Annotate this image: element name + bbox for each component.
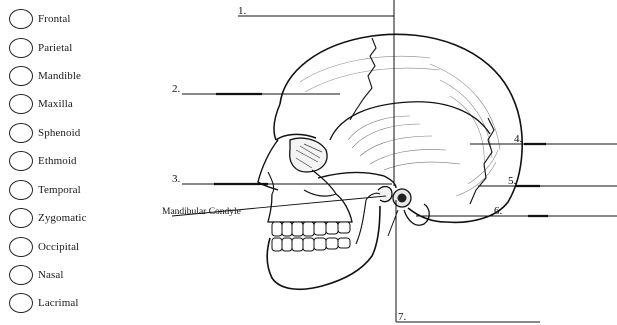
answer-circle[interactable] bbox=[9, 151, 33, 171]
coronoid-notch bbox=[366, 193, 380, 200]
label-number-5: 5. bbox=[508, 175, 517, 187]
lambdoid-suture bbox=[470, 118, 494, 204]
label-blank-1[interactable] bbox=[250, 6, 390, 18]
answer-circle[interactable] bbox=[9, 38, 33, 58]
answer-circle[interactable] bbox=[9, 9, 33, 29]
squamous-suture bbox=[330, 102, 490, 140]
cranium-outline bbox=[280, 34, 522, 222]
bone-label: Temporal bbox=[38, 184, 81, 196]
forehead-outline bbox=[274, 104, 280, 140]
answer-circle[interactable] bbox=[9, 123, 33, 143]
answer-circle[interactable] bbox=[9, 265, 33, 285]
answer-circle[interactable] bbox=[9, 180, 33, 200]
answer-circle[interactable] bbox=[9, 94, 33, 114]
bone-label: Ethmoid bbox=[38, 155, 77, 167]
bone-label: Maxilla bbox=[38, 98, 73, 110]
label-number-7: 7. bbox=[398, 311, 407, 323]
bone-option-temporal[interactable]: Temporal bbox=[9, 179, 81, 201]
bone-option-occipital[interactable]: Occipital bbox=[9, 236, 79, 258]
label-blank-5[interactable] bbox=[520, 176, 616, 188]
temporal-fossa-lines bbox=[348, 116, 460, 170]
bone-option-maxilla[interactable]: Maxilla bbox=[9, 93, 73, 115]
answer-circle[interactable] bbox=[9, 237, 33, 257]
label-blank-7[interactable] bbox=[410, 310, 540, 323]
bone-label: Occipital bbox=[38, 241, 79, 253]
label-blank-3[interactable] bbox=[190, 174, 370, 186]
bone-label: Parietal bbox=[38, 42, 72, 54]
label-number-3: 3. bbox=[172, 173, 181, 185]
external-auditory-meatus bbox=[393, 189, 411, 207]
bone-label: Sphenoid bbox=[38, 127, 80, 139]
brow-ridge bbox=[276, 134, 316, 140]
maxilla-outline bbox=[268, 194, 352, 222]
answer-circle[interactable] bbox=[9, 66, 33, 86]
label-number-4: 4. bbox=[514, 133, 523, 145]
answer-circle[interactable] bbox=[9, 208, 33, 228]
bone-option-nasal[interactable]: Nasal bbox=[9, 264, 64, 286]
upper-teeth bbox=[272, 222, 350, 236]
answer-circle[interactable] bbox=[9, 293, 33, 313]
mandibular-condyle bbox=[378, 187, 392, 202]
coronal-suture bbox=[350, 38, 376, 120]
bone-option-sphenoid[interactable]: Sphenoid bbox=[9, 122, 80, 144]
mastoid-process bbox=[404, 204, 429, 225]
label-number-6: 6. bbox=[494, 205, 503, 217]
bone-label: Lacrimal bbox=[38, 297, 79, 309]
bone-option-parietal[interactable]: Parietal bbox=[9, 37, 72, 59]
bone-answer-list: Frontal Parietal Mandible Maxilla Spheno… bbox=[0, 0, 150, 325]
label-number-1: 1. bbox=[238, 5, 247, 17]
bone-option-zygomatic[interactable]: Zygomatic bbox=[9, 207, 87, 229]
bone-option-frontal[interactable]: Frontal bbox=[9, 8, 70, 30]
styloid-process bbox=[388, 210, 398, 236]
label-blank-2[interactable] bbox=[190, 84, 340, 96]
orbit-outline bbox=[290, 138, 327, 172]
bone-label: Nasal bbox=[38, 269, 64, 281]
label-number-2: 2. bbox=[172, 83, 181, 95]
ear-canal-opening bbox=[398, 194, 407, 203]
label-blank-4[interactable] bbox=[530, 134, 616, 146]
bone-option-lacrimal[interactable]: Lacrimal bbox=[9, 292, 79, 314]
bone-option-mandible[interactable]: Mandible bbox=[9, 65, 81, 87]
bone-label: Zygomatic bbox=[38, 212, 87, 224]
orbit-shading bbox=[296, 144, 322, 168]
leader-lines bbox=[172, 0, 617, 322]
bone-option-ethmoid[interactable]: Ethmoid bbox=[9, 150, 77, 172]
bone-label: Mandible bbox=[38, 70, 81, 82]
mandibular-condyle-label: Mandibular Condyle bbox=[162, 207, 241, 217]
mandible-outline bbox=[267, 206, 380, 289]
mandible-ramus bbox=[356, 200, 366, 244]
bone-label: Frontal bbox=[38, 13, 70, 25]
lower-teeth bbox=[272, 238, 350, 251]
label-blank-6[interactable] bbox=[508, 206, 616, 218]
